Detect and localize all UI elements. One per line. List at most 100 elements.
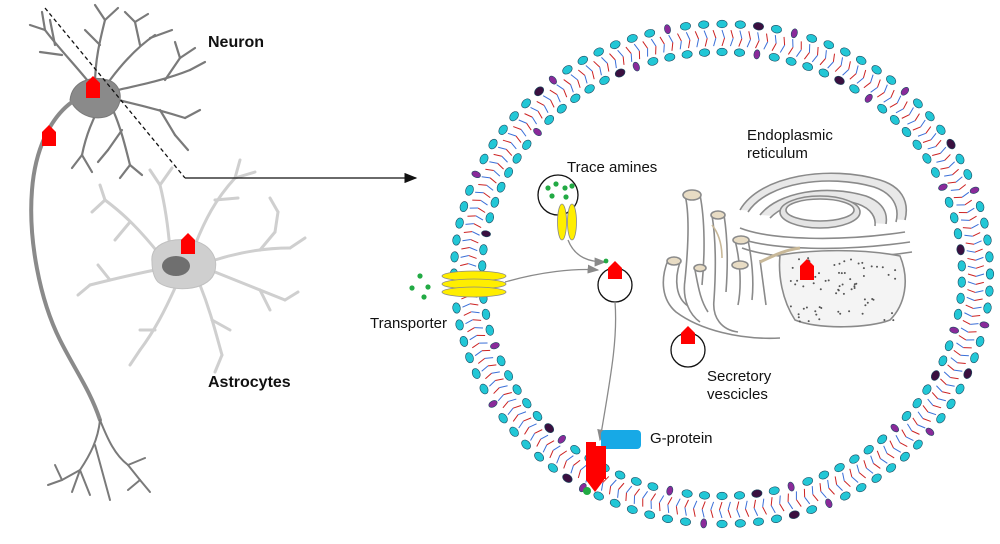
endoplasmic-reticulum [663,173,912,338]
lipid-head [561,472,574,484]
ribosome-dot [796,280,798,282]
lipid-head [979,321,989,329]
lipid-tail [607,63,608,71]
lipid-head [485,212,495,224]
lipid-head [592,46,605,58]
lipid-head [496,181,507,194]
lipid-tail [812,55,817,62]
lipid-head [870,64,883,76]
ribosome-dot [850,259,852,261]
lipid-head [900,410,912,423]
lipid-head [969,186,980,195]
receptor-icon [681,326,695,344]
lipid-tail [659,503,660,511]
lipid-tail [896,435,900,442]
ribosome-dot [844,272,846,274]
lipid-head [785,56,797,66]
lipid-head [479,244,488,255]
lipid-tail [531,433,535,440]
ribosome-dot [818,272,820,274]
ribosome-dot [863,267,865,269]
lipid-head [496,355,507,368]
lipid-head [985,286,993,297]
ribosome-dot [807,257,809,259]
lipid-tail [537,439,541,446]
lipid-tail [693,501,696,509]
lipid-head [876,102,889,115]
lipid-tail [745,501,747,509]
ribosome-dot [798,258,800,260]
lipid-tail [722,38,725,46]
lipid-head [876,433,889,446]
lipid-tail [676,506,677,514]
lipid-head [954,153,966,166]
lipid-tail [585,75,587,83]
lipid-tail [962,192,969,197]
lipid-head [717,492,727,500]
lipid-head [488,399,499,409]
lipid-tail [481,200,488,205]
lipid-head [839,46,852,58]
lipid-tail [740,31,742,39]
g-protein-block [601,430,641,449]
receptor-icon [608,261,622,279]
lipid-head [717,48,727,56]
lipid-tail [513,415,518,422]
lipid-head [511,383,523,396]
lipid-tail [668,505,669,513]
g-protein-label: G-protein [650,430,713,447]
lipid-tail [508,408,513,415]
lipid-tail [784,37,785,45]
lipid-tail [828,480,829,488]
lipid-tail [476,216,483,220]
lipid-tail [897,96,901,103]
lipid-head [609,39,622,50]
lipid-tail [618,490,619,498]
lipid-tail [484,193,491,198]
lipid-tail [578,470,580,478]
lipid-tail [635,489,640,496]
lipid-head [626,33,638,44]
lipid-tail [942,392,950,394]
lipid-tail [626,486,631,493]
lipid-head [487,138,499,151]
lipid-tail [884,98,891,102]
lipid-head [478,153,490,166]
lipid-tail [946,385,954,387]
lipid-tail [485,358,493,359]
ribosome-dot [871,298,873,300]
lipid-head [818,67,831,78]
lipid-tail [631,54,632,62]
lipid-tail [923,405,928,412]
lipid-tail [913,418,918,425]
ribosome-dot [790,305,792,307]
lipid-tail [938,399,946,401]
lipid-tail [719,502,722,510]
lipid-tail [835,476,836,484]
lipid-tail [473,320,481,321]
lipid-tail [755,41,759,49]
lipid-tail [503,401,508,407]
ribosome-dot [888,274,890,276]
lipid-tail [959,336,966,340]
lipid-head [954,383,966,396]
lipid-tail [609,54,615,60]
lipid-tail [975,291,983,293]
lipid-tail [813,494,818,501]
ribosome-dot [808,320,810,322]
lipid-tail [952,169,958,175]
lipid-tail [974,299,982,301]
ribosome-dot [858,263,860,265]
lipid-head [717,20,727,28]
ribosome-dot [803,308,805,310]
lipid-tail [676,499,680,506]
lipid-tail [571,85,574,93]
ribosome-dot [837,311,839,313]
lipid-tail [864,460,867,468]
ribosome-dot [835,292,837,294]
lipid-tail [494,171,500,177]
lipid-head [768,486,780,496]
lipid-tail [828,62,834,68]
lipid-tail [780,496,781,504]
